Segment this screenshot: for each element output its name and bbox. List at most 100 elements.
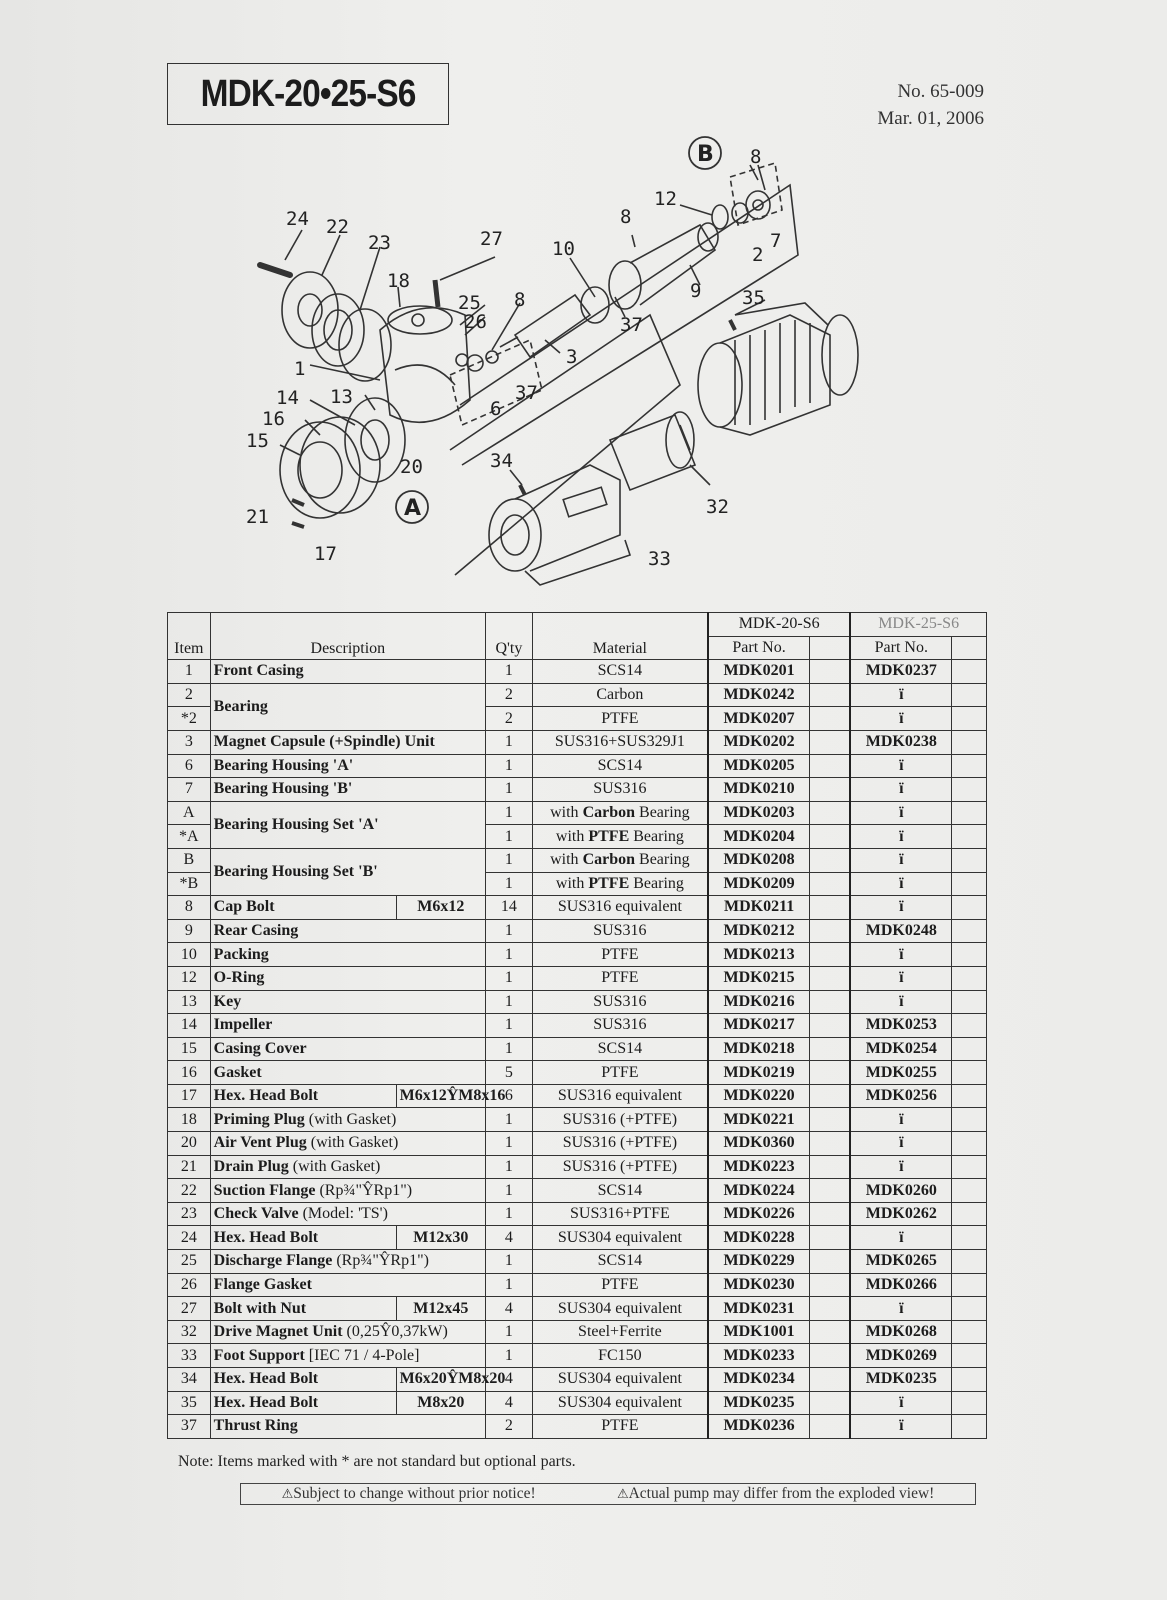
- description-text: Gasket: [213, 1063, 262, 1081]
- header-description: Description: [209, 611, 487, 661]
- item-cell: 21: [167, 1154, 211, 1180]
- empty-cell: [809, 989, 851, 1015]
- material-cell: PTFE: [531, 1060, 709, 1085]
- description-cell: Key: [209, 989, 487, 1015]
- item-cell: 13: [167, 989, 211, 1015]
- diagram-label: 37: [515, 382, 538, 404]
- material-text: Carbon: [582, 851, 636, 869]
- diagram-label: 10: [552, 238, 575, 260]
- exploded-view-diagram: B A 24 22 23 18 27 25 26 8 10 12 8 8 7 2…: [246, 136, 859, 586]
- part-number-model-b: ï: [849, 1296, 953, 1321]
- empty-cell: [809, 1249, 851, 1274]
- part-number-model-b: ï: [849, 965, 953, 991]
- item-cell: 8: [167, 895, 211, 920]
- empty-cell: [951, 777, 987, 802]
- part-number-model-a: MDK0234: [707, 1367, 811, 1392]
- material-text: Bearing: [629, 874, 684, 892]
- part-number-model-b: ï: [849, 1390, 953, 1416]
- material-cell: Steel+Ferrite: [531, 1319, 709, 1345]
- part-number-model-a: MDK0231: [707, 1296, 811, 1321]
- empty-cell: [809, 942, 851, 967]
- model-title-box: MDK-20•25-S6: [167, 63, 449, 125]
- material-text: PTFE: [588, 827, 630, 845]
- qty-cell: 1: [485, 777, 533, 802]
- part-number-model-a: MDK0230: [707, 1272, 811, 1298]
- material-cell: with Carbon Bearing: [531, 847, 709, 873]
- diagram-label: 22: [326, 216, 349, 238]
- header-material: Material: [531, 611, 709, 661]
- empty-cell: [951, 1249, 987, 1274]
- diagram-label: 9: [690, 280, 701, 302]
- empty-cell: [951, 1107, 987, 1133]
- description-cell: Casing Cover: [209, 1036, 487, 1062]
- qty-cell: 1: [485, 753, 533, 779]
- description-cell: Drain Plug (with Gasket): [209, 1154, 487, 1180]
- size-cell: M6x12ŶM8x16: [395, 1083, 505, 1109]
- diagram-label: 25: [458, 292, 481, 314]
- qty-cell: 1: [485, 1343, 533, 1368]
- material-cell: SCS14: [531, 1249, 709, 1274]
- qty-cell: 1: [485, 1154, 533, 1180]
- material-cell: Carbon: [531, 682, 709, 708]
- item-cell: 22: [167, 1178, 211, 1203]
- item-cell: *B: [167, 871, 211, 897]
- empty-cell: [809, 729, 851, 755]
- diagram-label: 33: [648, 548, 671, 570]
- empty-cell: [951, 682, 987, 708]
- empty-cell: [951, 895, 987, 920]
- item-cell: 6: [167, 753, 211, 779]
- qty-cell: 1: [485, 1036, 533, 1062]
- description-cell: Flange Gasket: [209, 1272, 487, 1298]
- empty-cell: [951, 729, 987, 755]
- description-note: (with Gasket): [306, 1134, 399, 1152]
- part-number-model-b: MDK0237: [849, 659, 953, 684]
- item-cell: 16: [167, 1060, 211, 1085]
- diagram-label: 23: [368, 232, 391, 254]
- qty-cell: 5: [485, 1060, 533, 1085]
- item-cell: 23: [167, 1201, 211, 1227]
- material-cell: PTFE: [531, 706, 709, 731]
- empty-cell: [951, 1060, 987, 1085]
- description-text: Priming Plug: [213, 1110, 305, 1128]
- part-number-model-b: MDK0269: [849, 1343, 953, 1368]
- material-cell: SUS316: [531, 989, 709, 1015]
- description-cell: Magnet Capsule (+Spindle) Unit: [209, 729, 487, 755]
- empty-cell: [809, 871, 851, 897]
- empty-cell: [809, 1178, 851, 1203]
- description-text: Drive Magnet Unit: [213, 1323, 343, 1341]
- qty-cell: 4: [485, 1367, 533, 1392]
- empty-cell: [809, 800, 851, 826]
- empty-cell: [951, 871, 987, 897]
- part-number-model-b: MDK0266: [849, 1272, 953, 1298]
- item-cell: 7: [167, 777, 211, 802]
- qty-cell: 1: [485, 729, 533, 755]
- part-number-model-b: ï: [849, 682, 953, 708]
- qty-cell: 1: [485, 989, 533, 1015]
- diagram-label: 17: [314, 543, 337, 565]
- description-note: (Rp¾"ŶRp1"): [332, 1252, 429, 1270]
- description-cell: Hex. Head Bolt: [209, 1367, 397, 1392]
- part-number-model-a: MDK0236: [707, 1414, 811, 1439]
- material-cell: SCS14: [531, 1036, 709, 1062]
- diagram-label: 18: [387, 270, 410, 292]
- part-number-model-a: MDK0226: [707, 1201, 811, 1227]
- material-text: Carbon: [582, 804, 636, 822]
- empty-cell: [951, 1343, 987, 1368]
- diagram-label: 21: [246, 506, 269, 528]
- material-text: PTFE: [588, 874, 630, 892]
- part-number-model-b: MDK0260: [849, 1178, 953, 1203]
- part-number-model-b: MDK0253: [849, 1013, 953, 1038]
- description-cell: Impeller: [209, 1013, 487, 1038]
